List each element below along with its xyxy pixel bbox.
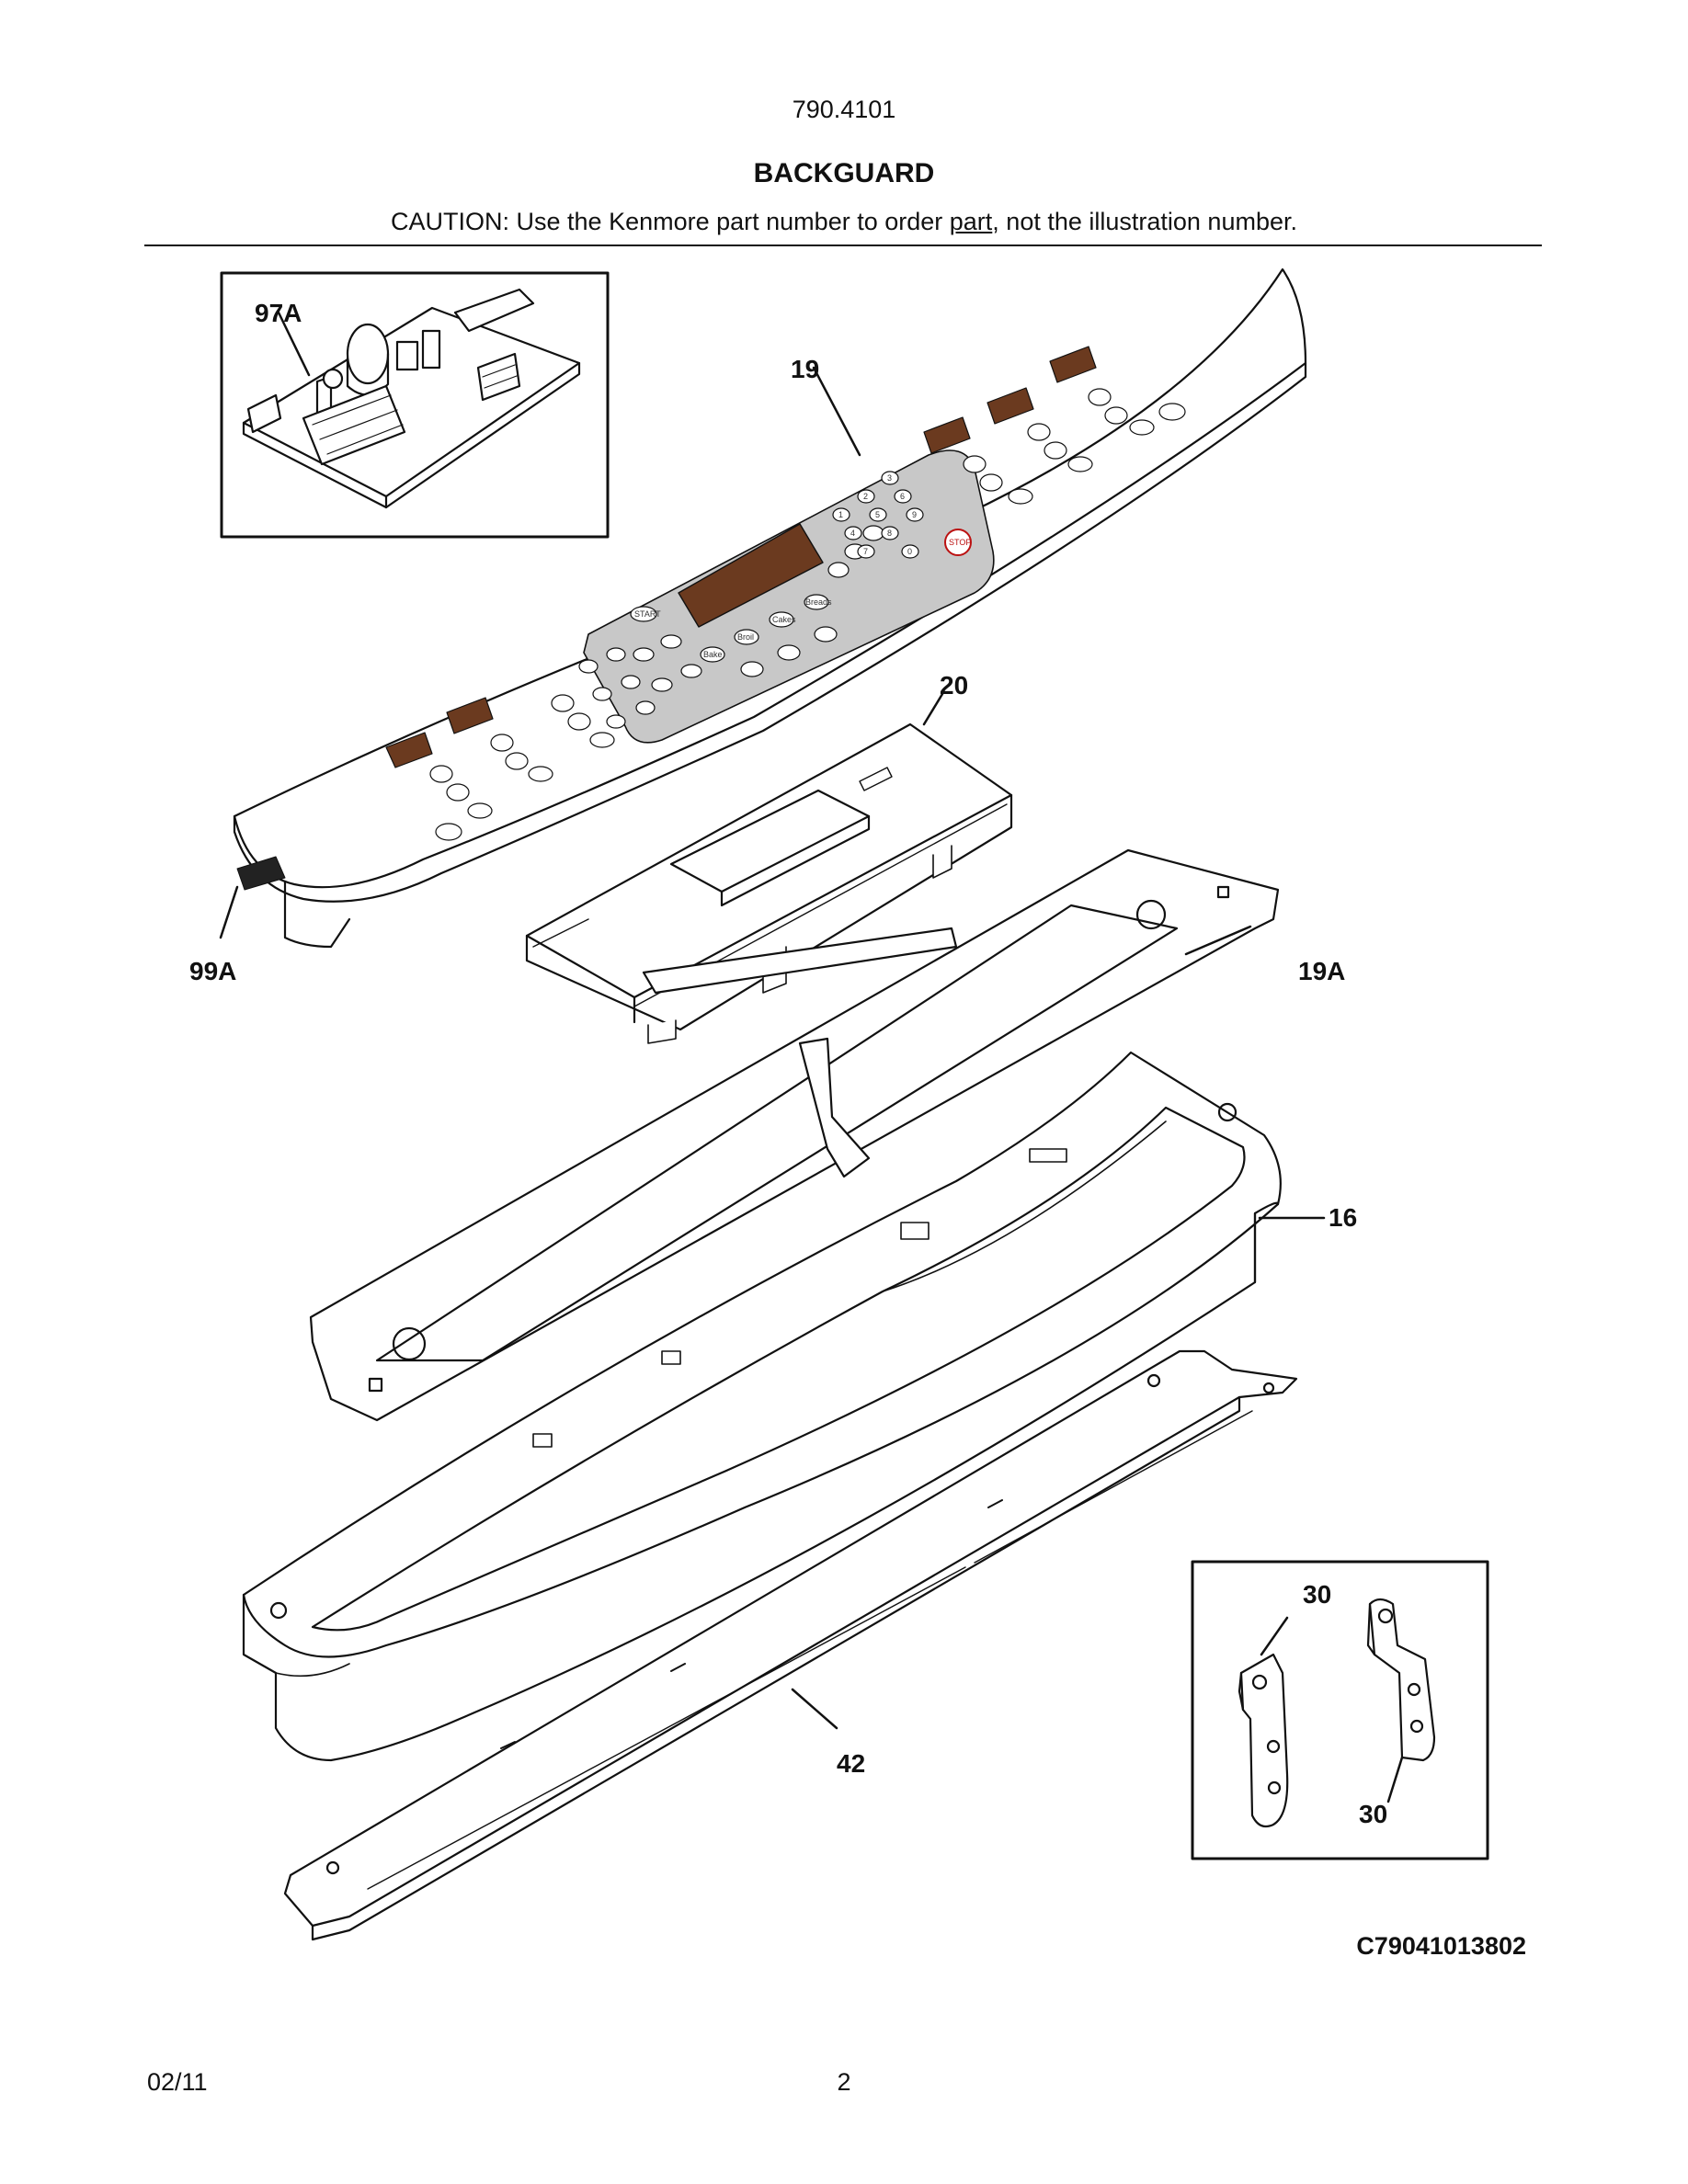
bake-key [700,646,725,663]
leader-19a [1184,925,1252,956]
caution-prefix: CAUTION: Use the Kenmore part number to … [391,208,950,235]
digit-2: 2 [863,492,868,501]
right-rear-display [987,387,1034,425]
footer-page-number: 2 [837,2068,851,2096]
keypad-buttons [578,471,924,729]
caution-note: CAUTION: Use the Kenmore part number to … [0,208,1688,236]
digit-1: 1 [838,510,843,519]
center-rear-display [923,416,971,454]
leader-42 [791,1688,838,1730]
leader-30-bottom [1386,1756,1404,1803]
broil-key-label: Broil [737,632,754,642]
callout-20: 20 [940,671,968,700]
callout-16: 16 [1329,1203,1357,1232]
digit-3: 3 [887,473,892,483]
oven-display [678,523,824,628]
callout-99a: 99A [189,957,236,985]
caution-suffix: , not the illustration number. [992,208,1297,235]
part-16-backguard-housing [242,1051,1326,1762]
model-number: 790.4101 [792,96,896,123]
leader-20 [922,692,944,726]
stop-key-label: STOP [949,538,971,547]
element-controls [429,388,1186,841]
header-rule [144,245,1542,246]
callout-42: 42 [837,1749,865,1778]
part-19-control-panel [219,267,1307,949]
leader-19 [812,366,861,457]
drawing-code: C79041013802 [1356,1932,1526,1960]
control-board-97a [242,288,581,509]
part-42-rail [283,1349,1298,1941]
digit-9: 9 [912,510,917,519]
callout-30-top: 30 [1303,1580,1331,1609]
inset-30 [1191,1560,1489,1860]
start-key [630,606,657,622]
cakes-key [769,611,794,628]
cakes-key-label: Cakes [772,615,796,624]
caution-underlined-word: part [949,208,993,235]
left-rear-display [385,732,433,768]
broil-key [734,629,759,645]
digit-8: 8 [887,529,892,538]
callout-19: 19 [791,355,819,383]
bracket-30-left [1237,1616,1289,1828]
left-front-display [446,697,494,734]
leader-99a [219,885,239,939]
section-title: BACKGUARD [753,158,935,188]
callout-19a: 19A [1298,957,1345,985]
callout-30-bottom: 30 [1359,1800,1387,1828]
leader-97a [277,311,311,377]
bracket-30-right [1366,1598,1436,1803]
leader-30-top [1260,1616,1289,1656]
ribbon-cable-99a [236,856,286,891]
digit-4: 4 [850,529,855,538]
part-20-oven-control [525,692,1013,1044]
digit-5: 5 [875,510,880,519]
footer-date: 02/11 [147,2068,208,2096]
callout-97a: 97A [255,299,302,327]
keypad-area [583,449,995,744]
digit-6: 6 [900,492,905,501]
right-front-display [1049,346,1097,383]
digit-7: 7 [863,547,868,556]
digit-0: 0 [907,547,912,556]
start-key-label: START [634,609,661,619]
inset-97a [220,271,610,539]
breads-key-label: Breads [805,597,832,607]
breads-key [804,594,829,610]
stop-key [944,529,972,556]
part-19a-panel-frame [309,848,1280,1422]
bake-key-label: Bake [703,650,723,659]
